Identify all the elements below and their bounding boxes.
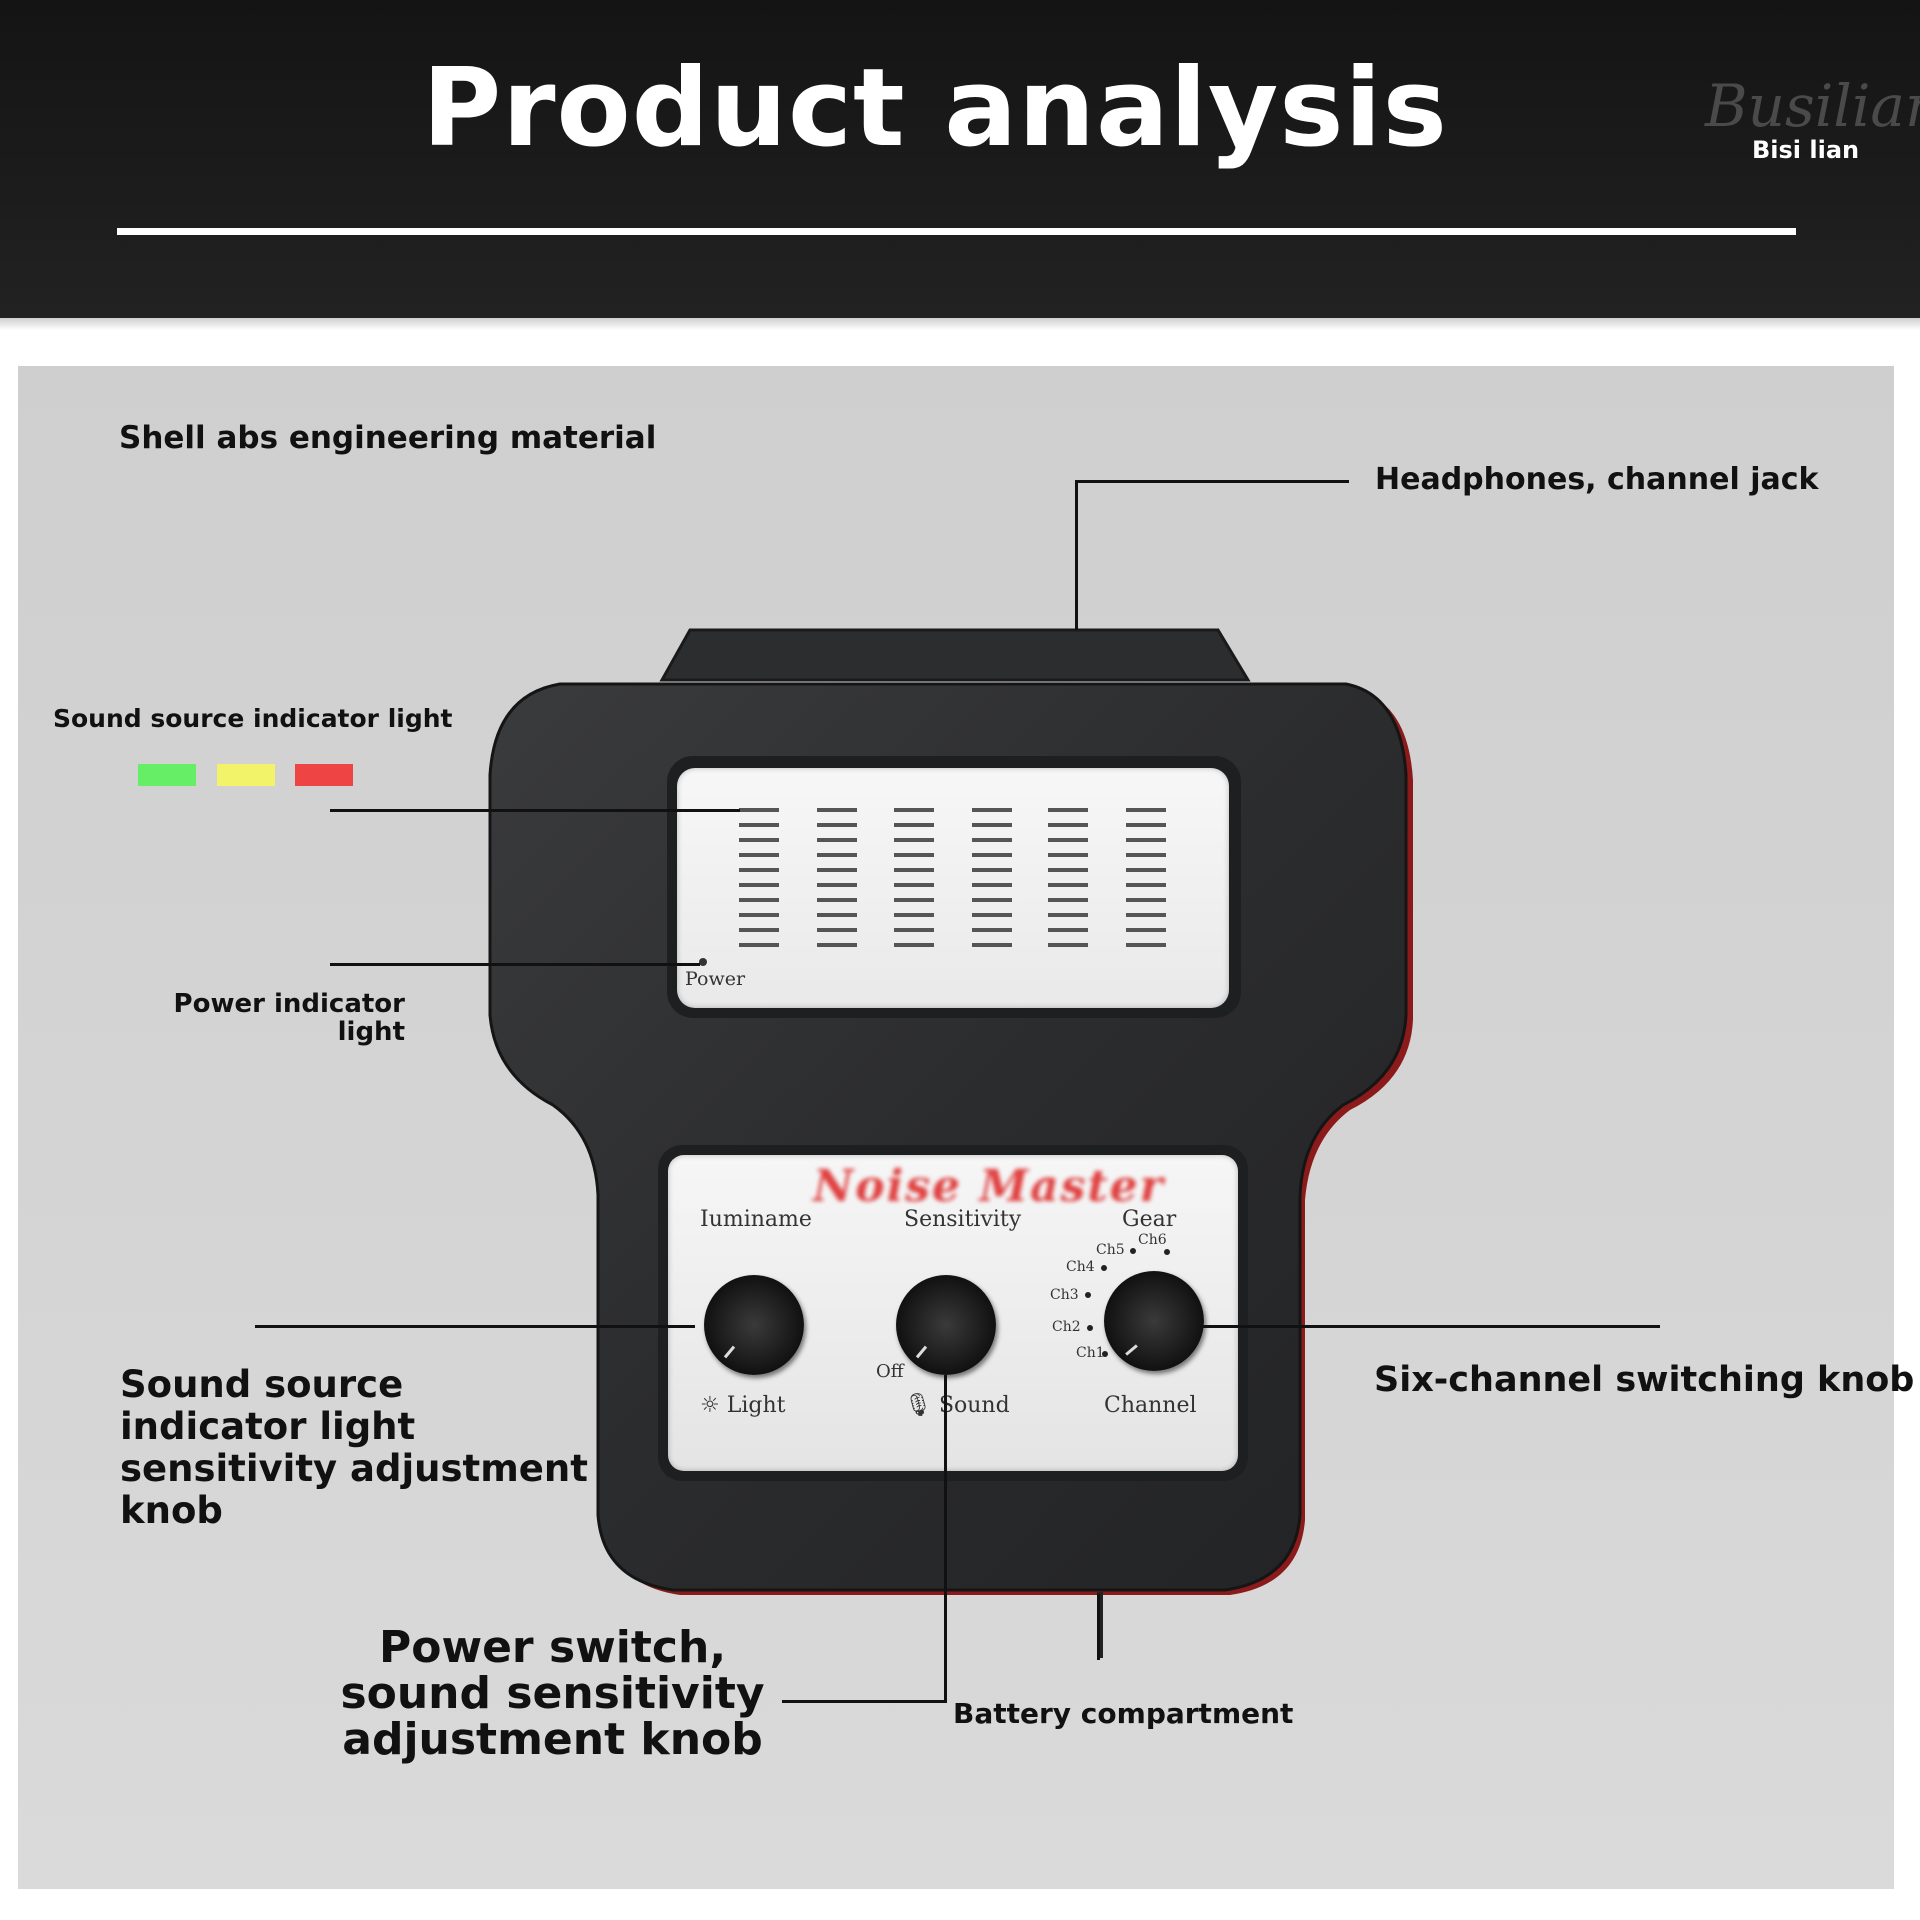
control-plate: Noise Master Iuminame Sensitivity Gear C… [668, 1155, 1238, 1471]
label-sensitivity-knob: Sound source indicator light sensitivity… [120, 1363, 588, 1532]
label-shell-material: Shell abs engineering material [119, 420, 657, 456]
meter-column [817, 808, 857, 958]
knob-title-gear: Gear [1122, 1207, 1177, 1232]
channel-label-1: Ch1 [1076, 1345, 1105, 1361]
caption-channel: Channel [1104, 1393, 1197, 1418]
callout-line-power-indicator [330, 963, 700, 966]
knob-title-sensitivity: Sensitivity [904, 1207, 1022, 1232]
header-shadow [0, 318, 1920, 330]
callout-line-battery [1097, 1594, 1100, 1660]
caption-light: Light [726, 1393, 786, 1418]
page-title: Product analysis [422, 46, 1448, 171]
brand-logo-text: Bisi lian [1752, 136, 1860, 164]
channel-label-5: Ch5 [1096, 1242, 1125, 1258]
light-sensitivity-knob[interactable] [704, 1275, 804, 1375]
callout-line-headphones-v [1075, 480, 1078, 630]
header-banner: Product analysis Busilian Bisi lian [0, 0, 1920, 318]
callout-line-power-switch-v [944, 1375, 947, 1702]
channel-label-3: Ch3 [1050, 1287, 1079, 1303]
channel-label-4: Ch4 [1066, 1259, 1095, 1275]
label-six-channel-knob: Six-channel switching knob [1374, 1360, 1915, 1400]
brand-logo-script: Busilian [1705, 72, 1920, 140]
power-sound-knob[interactable] [896, 1275, 996, 1375]
callout-line-headphones-h [1075, 480, 1349, 483]
label-sound-indicator: Sound source indicator light [53, 704, 453, 733]
label-power-indicator: Power indicator light [173, 989, 405, 1047]
sun-icon: ☼ [700, 1393, 720, 1418]
off-label: Off [876, 1361, 904, 1382]
meter-column [739, 808, 779, 958]
meter-column [1126, 808, 1166, 958]
meter-column [894, 808, 934, 958]
callout-line-power-switch-h [782, 1700, 947, 1703]
callout-line-six-channel [1200, 1325, 1660, 1328]
screen-power-label: Power [685, 968, 746, 990]
caption-sound: Sound [938, 1393, 1010, 1418]
channel-label-2: Ch2 [1052, 1319, 1081, 1335]
channel-label-6: Ch6 [1138, 1232, 1167, 1248]
label-battery-compartment: Battery compartment [953, 1697, 1294, 1730]
knob-title-illuminance: Iuminame [700, 1207, 812, 1232]
meter-column [972, 808, 1012, 958]
indicator-swatch-yellow [217, 764, 275, 786]
microphone-icon: 🎙 [904, 1393, 932, 1418]
device-top-cap [659, 628, 1251, 682]
callout-line-sound-indicator [330, 809, 740, 812]
power-led [699, 958, 707, 966]
header-divider [117, 228, 1796, 235]
label-power-switch: Power switch, sound sensitivity adjustme… [340, 1622, 765, 1765]
device-brand: Noise Master [813, 1161, 1165, 1212]
indicator-swatch-green [138, 764, 196, 786]
level-meter-screen: Power [677, 768, 1229, 1008]
meter-column [1048, 808, 1088, 958]
label-headphones-jack: Headphones, channel jack [1375, 462, 1819, 497]
callout-line-sensitivity [255, 1325, 695, 1328]
indicator-swatch-red [295, 764, 353, 786]
channel-knob[interactable] [1104, 1271, 1204, 1371]
